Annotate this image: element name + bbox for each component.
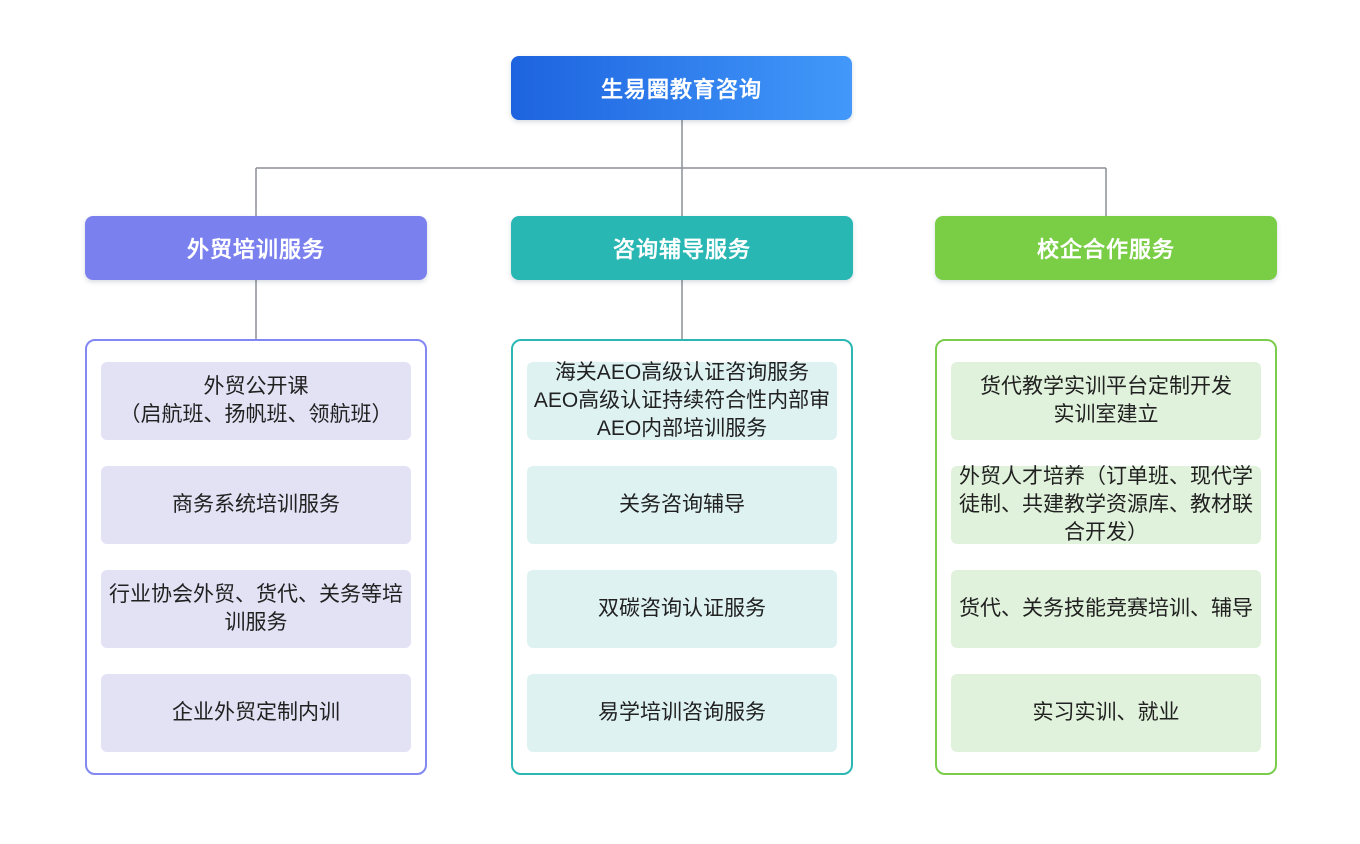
item-training-platform: 货代教学实训平台定制开发 实训室建立 (951, 362, 1261, 440)
item-aeo-certification: 海关AEO高级认证咨询服务 AEO高级认证持续符合性内部审 AEO内部培训服务 (527, 361, 837, 440)
item-yixue-training: 易学培训咨询服务 (527, 674, 837, 752)
item-enterprise-custom-training: 企业外贸定制内训 (101, 674, 411, 752)
item-skills-competition: 货代、关务技能竞赛培训、辅导 (951, 570, 1261, 648)
item-public-course: 外贸公开课 （启航班、扬帆班、领航班） (101, 362, 411, 440)
branch-group-consulting-coaching: 海关AEO高级认证咨询服务 AEO高级认证持续符合性内部审 AEO内部培训服务 … (511, 339, 853, 775)
branch-group-school-enterprise: 货代教学实训平台定制开发 实训室建立 外贸人才培养（订单班、现代学徒制、共建教学… (935, 339, 1277, 775)
item-internship-employment: 实习实训、就业 (951, 674, 1261, 752)
item-talent-cultivation: 外贸人才培养（订单班、现代学徒制、共建教学资源库、教材联合开发） (951, 465, 1261, 544)
branch-header-foreign-trade-training: 外贸培训服务 (85, 216, 427, 280)
item-customs-consulting: 关务咨询辅导 (527, 466, 837, 544)
item-association-training: 行业协会外贸、货代、关务等培训服务 (101, 570, 411, 648)
branch-header-consulting-coaching: 咨询辅导服务 (511, 216, 853, 280)
item-business-system-training: 商务系统培训服务 (101, 466, 411, 544)
item-dual-carbon-certification: 双碳咨询认证服务 (527, 570, 837, 648)
branch-group-foreign-trade-training: 外贸公开课 （启航班、扬帆班、领航班） 商务系统培训服务 行业协会外贸、货代、关… (85, 339, 427, 775)
branch-header-school-enterprise: 校企合作服务 (935, 216, 1277, 280)
root-node: 生易圈教育咨询 (511, 56, 852, 120)
